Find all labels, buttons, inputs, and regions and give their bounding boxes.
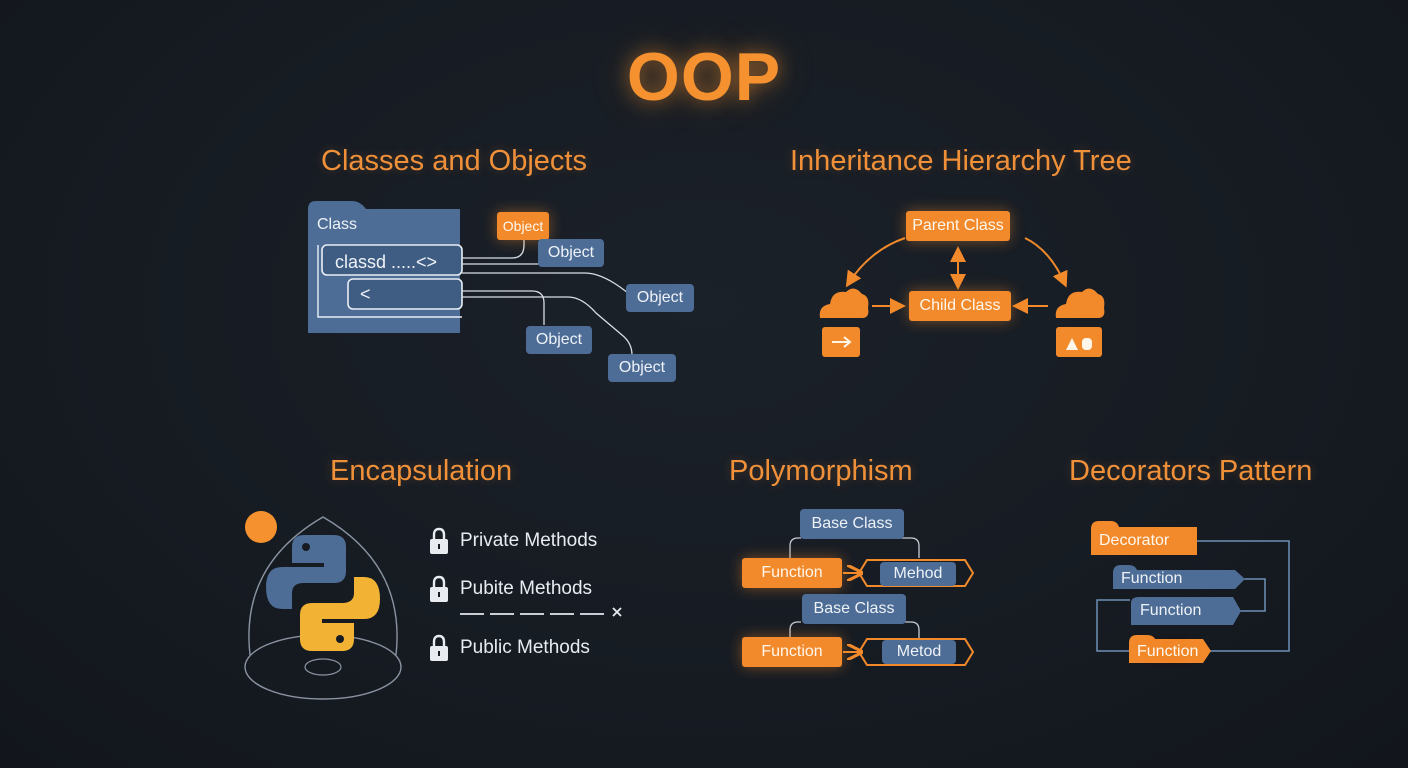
connector-3 bbox=[462, 272, 629, 294]
connector-4 bbox=[462, 290, 545, 325]
pubite-methods-item: Pubite Methods bbox=[428, 575, 592, 603]
poly-link-1b bbox=[902, 537, 920, 558]
dashed-divider bbox=[460, 607, 622, 617]
lock-icon bbox=[430, 634, 448, 661]
arrow-parent-right bbox=[1024, 237, 1068, 288]
inheritance-diagram bbox=[819, 237, 1105, 357]
function-box-shape-3 bbox=[1129, 635, 1211, 663]
inheritance-title: Inheritance Hierarchy Tree bbox=[790, 145, 1132, 177]
page-title: OOP bbox=[626, 39, 782, 115]
object-box-2: Object bbox=[538, 239, 604, 267]
cloud-icon-right bbox=[1055, 288, 1105, 357]
method-box-2: Metod bbox=[882, 640, 956, 664]
child-class-box: Child Class bbox=[909, 291, 1011, 321]
decorator-inner-frame bbox=[1240, 578, 1266, 612]
parent-class-box: Parent Class bbox=[906, 211, 1010, 241]
globe-dome bbox=[248, 516, 398, 656]
method-box-1: Mehod bbox=[880, 562, 956, 586]
cloud-icon-left bbox=[819, 288, 869, 357]
decorator-outer-frame bbox=[1096, 540, 1290, 652]
lock-icon bbox=[430, 575, 448, 602]
public-methods-item: Public Methods bbox=[428, 634, 590, 662]
function-label-2: Function bbox=[1140, 602, 1202, 619]
python-globe bbox=[244, 511, 402, 700]
arrow-parent-left bbox=[845, 237, 906, 288]
decorator-box bbox=[1091, 521, 1197, 555]
public-methods-label: Public Methods bbox=[460, 637, 590, 658]
pubite-methods-label: Pubite Methods bbox=[460, 578, 593, 599]
object-box-4: Object bbox=[526, 326, 592, 354]
connector-1 bbox=[462, 237, 525, 259]
base-class-box-1: Base Class bbox=[800, 509, 904, 539]
function-box-2: Function bbox=[742, 637, 842, 667]
orange-dot bbox=[245, 511, 277, 543]
function-label-3: Function bbox=[1137, 643, 1199, 660]
function-box-shape-1 bbox=[1113, 565, 1245, 589]
decorator-label: Decorator bbox=[1099, 532, 1170, 549]
encapsulation-title: Encapsulation bbox=[330, 455, 513, 487]
poly-link-2b bbox=[902, 621, 920, 638]
poly-link-2a bbox=[789, 621, 801, 638]
class-code-row-2 bbox=[347, 278, 463, 310]
function-box-shape-2 bbox=[1131, 597, 1241, 625]
class-code-text: classd .....<> bbox=[335, 252, 438, 272]
object-box-5: Object bbox=[608, 354, 676, 382]
object-box-1: Object bbox=[497, 212, 549, 240]
decorators-title: Decorators Pattern bbox=[1069, 455, 1313, 487]
object-box-3: Object bbox=[626, 284, 694, 312]
private-methods-label: Private Methods bbox=[460, 530, 598, 551]
polymorphism-title: Polymorphism bbox=[729, 455, 913, 487]
classes-objects-title: Classes and Objects bbox=[321, 145, 587, 177]
close-icon bbox=[612, 607, 622, 617]
function-box-1: Function bbox=[742, 558, 842, 588]
private-methods-item: Private Methods bbox=[428, 527, 597, 555]
base-class-box-2: Base Class bbox=[802, 594, 906, 624]
python-logo-icon bbox=[266, 535, 380, 651]
connector-5 bbox=[462, 296, 633, 356]
polymorphism-diagram bbox=[789, 537, 975, 666]
function-label-1: Function bbox=[1121, 570, 1183, 587]
decorators-diagram bbox=[1091, 521, 1290, 663]
class-code-row bbox=[321, 244, 463, 276]
class-label: Class bbox=[317, 216, 358, 233]
poly-link-1a bbox=[789, 537, 801, 558]
classes-objects-diagram bbox=[308, 201, 633, 356]
lock-icon bbox=[430, 527, 448, 554]
class-code-text-2: < bbox=[360, 284, 371, 304]
inheritance-arrows bbox=[845, 237, 1068, 314]
